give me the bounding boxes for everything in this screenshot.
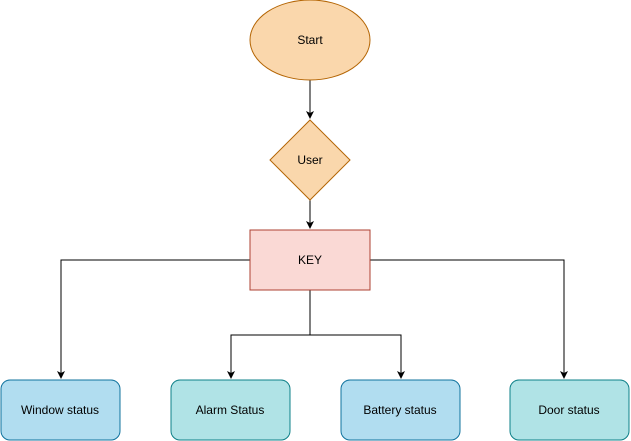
key-rectangle: [249, 229, 371, 291]
user-label: User: [297, 153, 322, 167]
node-key: KEY: [249, 229, 371, 291]
node-door-status: Door status: [509, 379, 630, 441]
node-start: Start: [249, 0, 371, 81]
edge-key-to-door-status: [370, 259, 568, 379]
node-alarm-status: Alarm Status: [170, 379, 291, 441]
start-label: Start: [297, 33, 323, 47]
alarm-status-label: Alarm Status: [196, 403, 265, 417]
node-battery-status: Battery status: [340, 379, 461, 441]
door-status-label: Door status: [538, 403, 599, 417]
node-window-status: Window status: [0, 379, 121, 441]
node-user: User: [269, 119, 351, 201]
window-status-label: Window status: [21, 403, 99, 417]
alarm-status-box: [170, 379, 291, 441]
key-label: KEY: [298, 253, 322, 267]
edge-key-to-alarm-status: [227, 290, 311, 379]
battery-status-label: Battery status: [363, 403, 436, 417]
edges: [57, 80, 568, 379]
battery-status-box: [340, 379, 461, 441]
start-ellipse: [249, 0, 371, 81]
user-diamond: [269, 119, 351, 201]
edge-key-to-battery-status: [310, 334, 405, 379]
door-status-box: [509, 379, 630, 441]
window-status-box: [0, 379, 121, 441]
edge-key-to-window-status: [57, 259, 250, 379]
